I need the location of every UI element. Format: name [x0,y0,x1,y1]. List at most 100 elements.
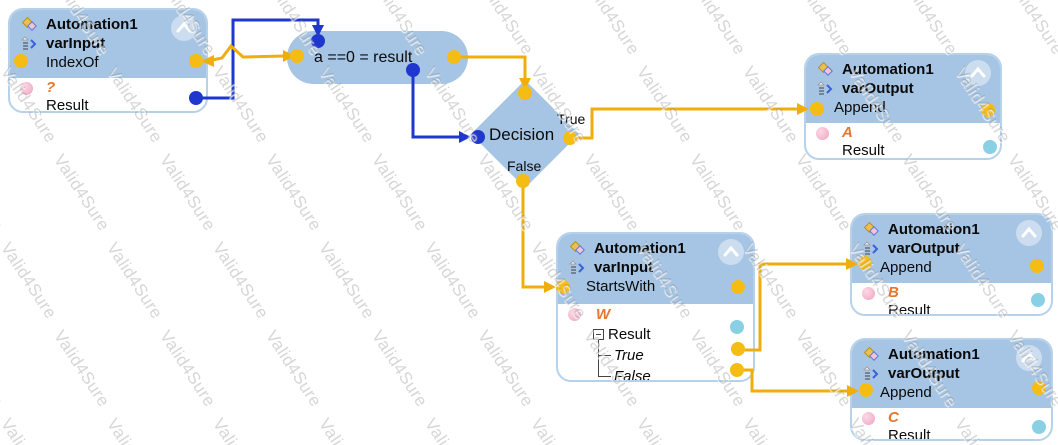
param-row: A [806,125,1000,141]
watermark-text: Valid4Sure [474,0,538,59]
watermark-text: Valid4Sure [209,239,273,323]
node-title-row: Automation1 [852,220,1051,239]
node-subtitle: varOutput [888,240,960,257]
chevron-up-icon [970,66,986,78]
wire-decision-true-to-output-a[interactable] [570,107,799,140]
watermark-text: Valid4Sure [421,239,485,323]
collapse-button[interactable] [718,239,744,265]
method-row: Append [852,383,1051,402]
method-row: IndexOf [10,53,206,72]
method-row: StartsWith [558,277,753,296]
result-label: Result [608,326,651,343]
param-row: C [852,410,1051,426]
watermark-text: Valid4Sure [0,151,8,235]
watermark-text: Valid4Sure [156,327,220,411]
watermark-text: Valid4Sure [262,151,326,235]
watermark-text: Valid4Sure [156,151,220,235]
watermark-text: Valid4Sure [739,63,803,147]
watermark-text: Valid4Sure [50,327,114,411]
watermark-text: Valid4Sure [208,415,272,445]
collapse-button[interactable] [1016,220,1042,246]
chevron-up-icon [1021,351,1037,363]
chevron-up-icon [176,21,192,33]
method-label: StartsWith [586,278,656,295]
collapse-button[interactable] [965,60,991,86]
result-label: Result [842,142,885,159]
result-label: Result [888,427,931,441]
collapse-button[interactable] [171,15,197,41]
node-varoutput-b[interactable]: Automation1 varOutput Append B Result [850,213,1053,316]
node-subtitle-row: varOutput [852,239,1051,258]
watermark-text: Valid4Sure [102,415,166,445]
watermark-text: Valid4Sure [368,151,432,235]
result-tree-root: Result [558,324,753,345]
node-varoutput-a[interactable]: Automation1 varOutput Append A Result [804,53,1002,160]
shapes-icon [21,16,38,33]
result-row: Result [852,426,1051,441]
node-subtitle-row: varInput [558,258,753,277]
node-subtitle: varInput [594,259,654,276]
wire-indexof-expression[interactable] [211,43,285,62]
chevron-up-icon [723,245,739,257]
watermark-text: Valid4Sure [368,327,432,411]
result-label: Result [46,97,89,113]
result-row: Result [806,141,1000,159]
tree-branch-true: True [558,339,753,367]
node-subtitle: varOutput [888,365,960,382]
node-subtitle: varInput [46,35,106,52]
node-subtitle-row: varOutput [806,79,1000,98]
port-decision-top[interactable] [518,86,532,100]
wire-startswith-false-to-output-c[interactable] [737,368,849,393]
watermark-text: Valid4Sure [580,0,644,59]
param-label: W [596,306,611,323]
watermark-text: Valid4Sure [50,151,114,235]
variable-icon [569,259,586,276]
param-label: ? [46,79,56,96]
watermark-text: Valid4Sure [898,0,962,59]
arrow-down-icon [519,78,531,90]
watermark-text: Valid4Sure [580,151,644,235]
node-varinput-indexof[interactable]: Automation1 varInput IndexOf ? Result [8,8,208,113]
watermark-text: Valid4Sure [632,415,696,445]
watermark-text: Valid4Sure [738,415,802,445]
method-label: IndexOf [46,54,99,71]
node-title-row: Automation1 [558,239,753,258]
watermark-text: Valid4Sure [792,327,856,411]
decision-false-label: False [507,158,542,174]
shapes-icon [569,240,586,257]
branch-false-label: False [614,368,651,382]
method-row: Append [852,258,1051,277]
port-decision-false[interactable] [516,174,530,188]
watermark-text: Valid4Sure [315,239,379,323]
watermark-text: Valid4Sure [420,415,484,445]
node-title-row: Automation1 [10,15,206,34]
node-varinput-startswith[interactable]: Automation1 varInput StartsWith W Result… [556,232,755,382]
watermark-text: Valid4Sure [209,63,273,147]
node-expression[interactable]: a ==0 = result [287,31,468,84]
result-row: Result [852,301,1051,314]
watermark-text: Valid4Sure [474,327,538,411]
watermark-text: Valid4Sure [1004,0,1058,59]
variable-icon [817,80,834,97]
shapes-icon [817,61,834,78]
watermark-text: Valid4Sure [526,415,590,445]
shapes-icon [863,346,880,363]
node-title: Automation1 [888,346,980,363]
tree-branch-false: False [558,360,753,382]
expression-label: a ==0 = result [314,49,413,66]
node-title-row: Automation1 [806,60,1000,79]
port-decision-true[interactable] [563,131,577,145]
variable-icon [863,365,880,382]
branch-true-label: True [614,347,644,364]
node-varoutput-c[interactable]: Automation1 varOutput Append C Result [850,338,1053,441]
node-title: Automation1 [594,240,686,257]
wire-decision-false-to-startswith[interactable] [521,181,546,289]
arrow-right-icon [544,281,556,293]
port-decision-left[interactable] [471,130,485,144]
node-title: Automation1 [888,221,980,238]
param-row: W [558,306,753,324]
param-label: A [842,124,853,141]
node-title: Automation1 [46,16,138,33]
collapse-button[interactable] [1016,345,1042,371]
method-row: Append [806,98,1000,117]
